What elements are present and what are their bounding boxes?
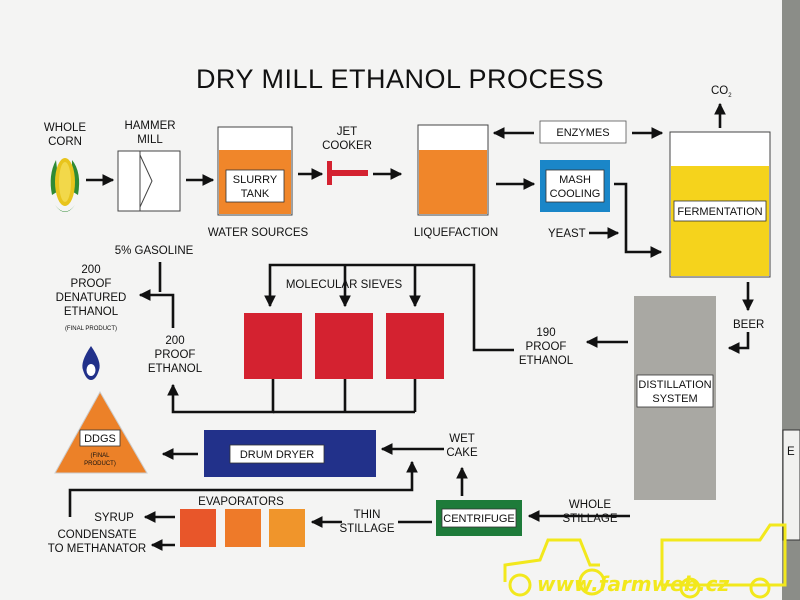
centrifuge-label: CENTRIFUGE [443,513,515,525]
syrup-label: SYRUP [94,512,134,524]
evaporators-label: EVAPORATORS [198,496,284,508]
proof-190-label-2: PROOF [526,341,567,353]
watermark: www.farmweb.cz [503,523,787,599]
final-product-label: (FINAL PRODUCT) [65,326,117,332]
evaporator-2 [225,509,261,547]
whole-stillage-label: WHOLE [569,499,612,511]
distillation-label-2: SYSTEM [652,393,697,405]
mash-cooling-label: MASH [559,174,591,186]
hammer-mill-label: HAMMER [124,120,175,132]
edge-letter: E [787,446,795,458]
sieve-2 [315,313,373,379]
tractor-icon [503,538,606,597]
denatured-label-4: ETHANOL [64,306,119,318]
proof-200-label-3: ETHANOL [148,363,203,375]
distillation-label: DISTILLATION [638,379,711,391]
wet-cake-label-2: CAKE [446,447,478,459]
edge-label-box [782,429,800,541]
hammer-mill-box [117,150,181,212]
mash-cooling-label-2: COOLING [550,188,601,200]
fermentation-label: FERMENTATION [677,206,762,218]
watermark-text: www.farmweb.cz [537,572,729,596]
enzymes-box [539,120,627,144]
proof-200-label-2: PROOF [155,349,196,361]
condensate-label: CONDENSATE [57,529,136,541]
proof-190-label-3: ETHANOL [519,355,574,367]
hammer-mill-label-2: MILL [137,134,163,146]
liquefaction-tank [417,124,489,216]
enzymes-label: ENZYMES [556,127,609,139]
slurry-tank-label: SLURRY [233,174,278,186]
wet-cake-label: WET [449,433,475,445]
evaporator-1 [180,509,216,547]
evaporator-3 [269,509,305,547]
liquefaction-label: LIQUEFACTION [414,227,498,239]
ethanol-drop-icon [82,346,100,380]
jet-cooker-icon [327,161,368,185]
gasoline-label: 5% GASOLINE [115,245,194,257]
sieve-3 [386,313,444,379]
ddgs-final-label: (FINAL [90,453,110,459]
centrifuge-label-box [441,508,517,528]
drum-dryer-label-box [229,444,325,464]
whole-corn-label: WHOLE [44,122,87,134]
beer-label: BEER [733,319,764,331]
denatured-label-2: PROOF [71,278,112,290]
drum-dryer-label: DRUM DRYER [240,449,314,461]
denatured-label-3: DENATURED [56,292,127,304]
ddgs-final-label-2: PRODUCT) [84,461,116,467]
slurry-tank-label-box [225,169,285,203]
proof-190-label: 190 [536,327,555,339]
corn-icon [50,158,80,212]
yeast-label: YEAST [548,228,586,240]
denatured-label: 200 [81,264,100,276]
fermentation-label-box [673,200,767,222]
whole-corn-label-2: CORN [48,136,82,148]
sieve-1 [244,313,302,379]
thin-stillage-label-2: STILLAGE [340,523,395,535]
thin-stillage-label: THIN [354,509,381,521]
mash-cooling-label-box [545,169,605,203]
slurry-tank-label-2: TANK [241,188,270,200]
ddgs-label: DDGS [84,433,116,445]
condensate-label-2: TO METHANATOR [48,543,146,555]
page-title: DRY MILL ETHANOL PROCESS [196,64,604,94]
flow-arrows [68,102,754,551]
jet-cooker-label-2: COOKER [322,140,372,152]
proof-200-label: 200 [165,335,184,347]
ddgs-label-box [79,429,121,447]
water-sources-label: WATER SOURCES [208,227,309,239]
jet-cooker-label: JET [337,126,357,138]
distillation-label-box [636,374,714,408]
co2-label: CO2 [711,85,732,99]
truck-icon [660,523,787,599]
